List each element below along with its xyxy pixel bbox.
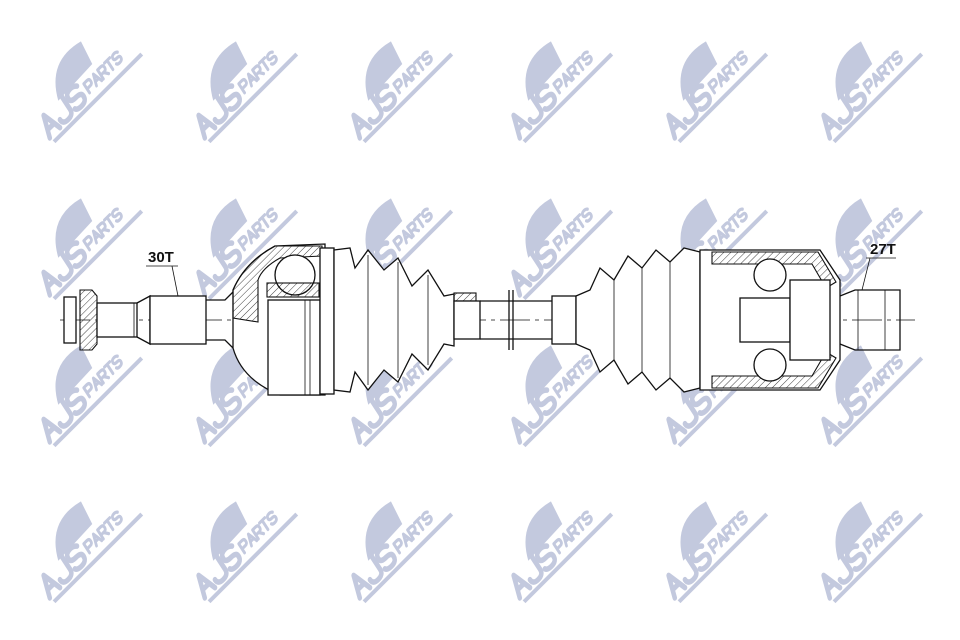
watermark-logo [511, 345, 614, 448]
watermark-logo [511, 198, 614, 301]
left-boot [333, 247, 481, 393]
watermark-logo [351, 501, 454, 604]
watermark-logo [196, 501, 299, 604]
watermark-logo [41, 345, 144, 448]
right-tripod-joint [699, 249, 841, 391]
watermark-logo [351, 41, 454, 144]
intermediate-shaft [480, 290, 560, 350]
left-cv-joint [232, 243, 335, 396]
watermark-logo [821, 345, 924, 448]
left-stub-axle [63, 289, 234, 351]
watermark-logo [821, 41, 924, 144]
right-stub-axle [839, 289, 901, 351]
watermark-logo [41, 198, 144, 301]
watermark-logo [666, 41, 769, 144]
watermark-logo [196, 41, 299, 144]
right-boot [551, 247, 701, 393]
watermark-logo [821, 501, 924, 604]
watermark-logo [511, 501, 614, 604]
watermark-logo [511, 41, 614, 144]
label-30t-text: 30T [148, 249, 174, 266]
label-27t-text: 27T [870, 241, 896, 258]
watermark-logo [666, 501, 769, 604]
watermark-logo [41, 501, 144, 604]
label-27t: 27T [861, 241, 896, 291]
watermark-logo [196, 198, 299, 301]
label-30t: 30T [146, 249, 179, 297]
watermark-logo [41, 41, 144, 144]
